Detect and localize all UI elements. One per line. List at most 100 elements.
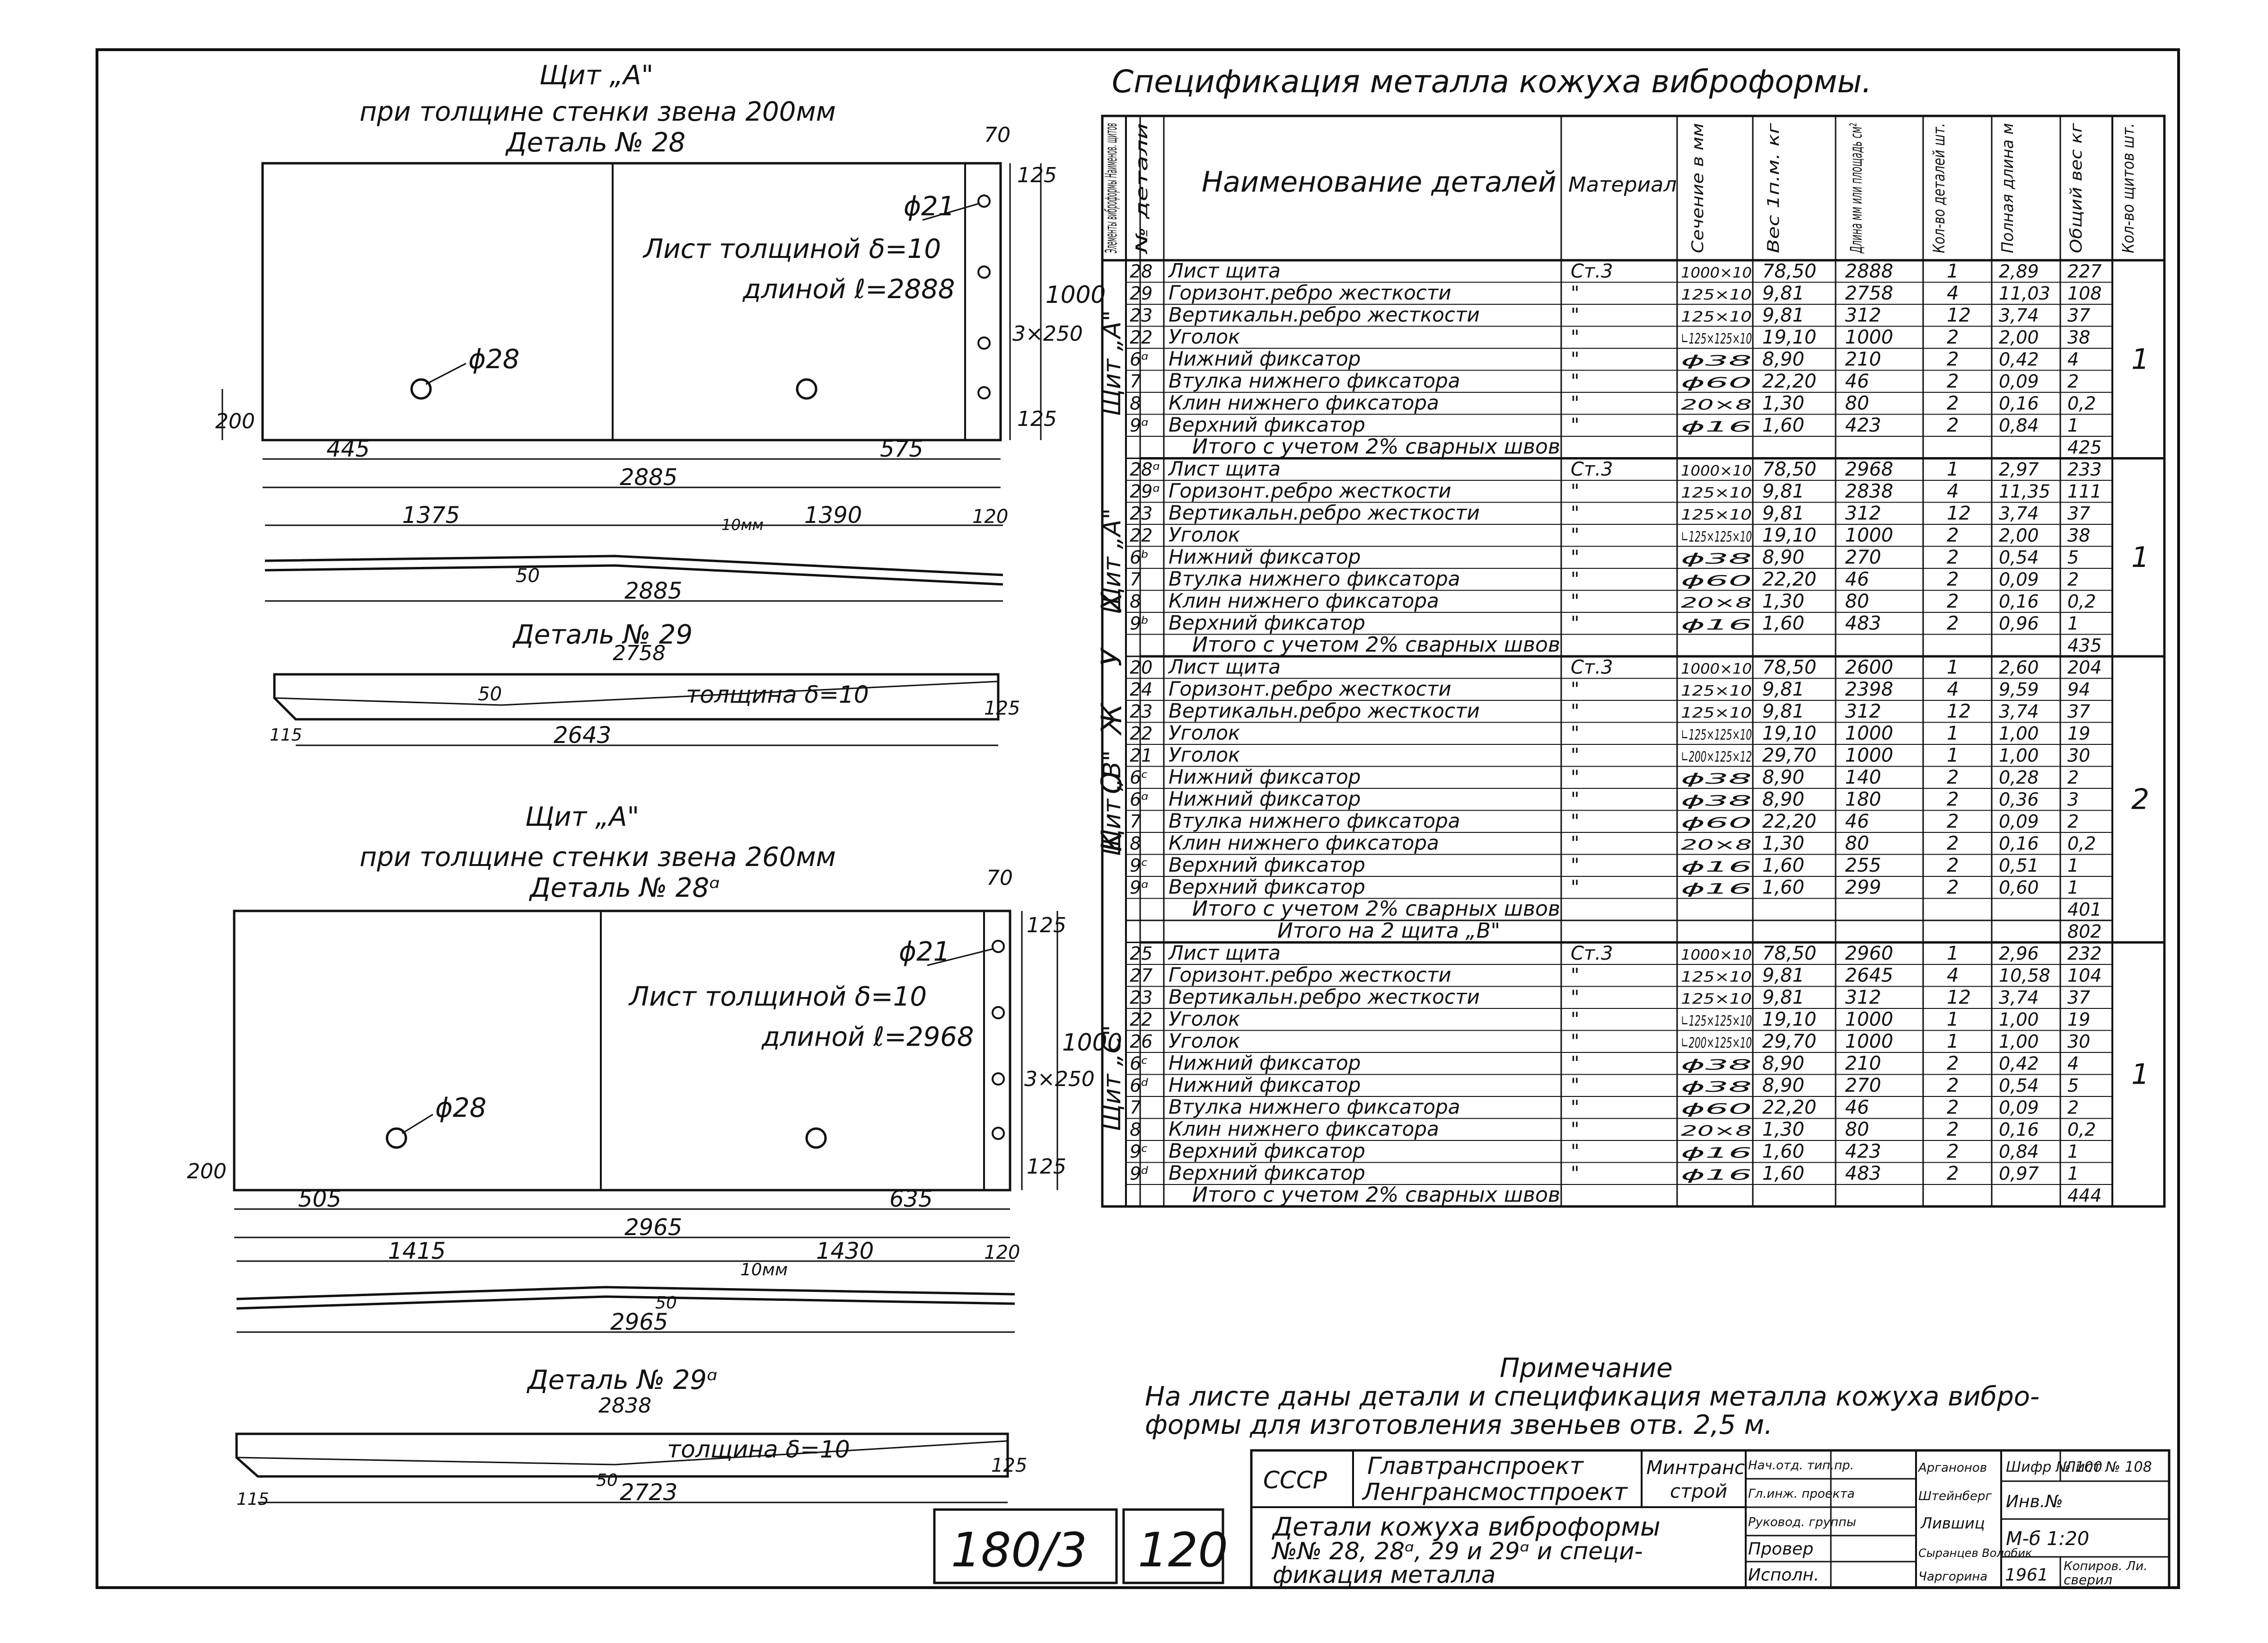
detail29-title: Деталь № 29 <box>512 619 693 650</box>
panel2-rib-hole <box>992 1006 1005 1019</box>
cell-detail-no: 6ᵇ <box>1130 547 1149 568</box>
panel2-profile-dim-value: 50 <box>655 1293 677 1313</box>
panel2-profile-dim-value: 10мм <box>740 1260 788 1280</box>
panel1-dim: 3×250 <box>1012 322 1083 346</box>
detail29a-dim: 2723 <box>620 1479 677 1506</box>
stamp-ussr: СССР <box>1263 1466 1327 1494</box>
cell-value: 1,60 <box>1762 877 1804 899</box>
stamp-role: Руковод. группы <box>1748 1515 1856 1529</box>
cell-value: 0,16 <box>1999 833 2039 854</box>
stamp-name: Лившиц <box>1920 1514 1985 1532</box>
cell-detail-no: 26 <box>1130 1031 1152 1052</box>
cell-value: 37 <box>2067 305 2090 326</box>
panel1-detail-title: Деталь № 28 <box>505 127 686 158</box>
stamp-inv: Инв.№ <box>2006 1492 2063 1511</box>
cell-value: 2 <box>1947 1053 1959 1075</box>
cell-value: 210 <box>1845 349 1881 371</box>
cell-value: 4 <box>1947 965 1959 987</box>
total-label: Итого с учетом 2% сварных швов <box>1192 1183 1560 1207</box>
cell-value: ϕ60 <box>1681 815 1752 831</box>
cell-value: ∟125×125×10 <box>1681 727 1752 743</box>
cell-value: 46 <box>1845 569 1869 591</box>
cell-name: Нижний фиксатор <box>1169 545 1361 568</box>
total-label: Итого на 2 щита „В" <box>1277 919 1500 943</box>
panel2-profile-dim-value: 2965 <box>610 1309 668 1335</box>
detail29a-dim: 115 <box>237 1490 269 1509</box>
note-title: Примечание <box>1500 1353 1673 1384</box>
cell-value: " <box>1571 1163 1579 1184</box>
cell-value: " <box>1571 591 1579 612</box>
cell-value: 1,00 <box>1999 1031 2039 1052</box>
cell-value: 2 <box>1947 767 1959 788</box>
cell-detail-no: 6ᶜ <box>1130 1053 1148 1074</box>
cell-value: 2 <box>1947 371 1959 392</box>
cell-value: " <box>1571 481 1579 503</box>
cell-name: Клин нижнего фиксатора <box>1169 589 1439 612</box>
panel1-label-hole-big: ϕ28 <box>468 344 519 375</box>
cell-value: 2 <box>1947 569 1959 591</box>
panel1-hole-right <box>796 378 818 400</box>
note-line-1: На листе даны детали и спецификация мета… <box>1145 1381 2039 1412</box>
cell-value: 38 <box>2067 327 2090 348</box>
cell-value: ϕ60 <box>1681 1101 1752 1118</box>
panel2-dim: 2965 <box>624 1214 682 1241</box>
cell-value: 2 <box>2067 811 2079 832</box>
panel2-rib-hole <box>992 1127 1005 1140</box>
cell-value: 0,2 <box>2067 833 2096 854</box>
note: Примечание На листе даны детали и специф… <box>1145 1353 2039 1440</box>
panel1-hole-left <box>410 378 432 400</box>
cell-value: 9,81 <box>1762 701 1804 723</box>
cell-value: 1 <box>2067 877 2079 898</box>
cell-value: 2 <box>2067 767 2079 788</box>
cell-detail-no: 22 <box>1130 327 1152 348</box>
cell-value: 0,16 <box>1999 393 2039 414</box>
cell-value: 1000 <box>1845 745 1893 767</box>
cell-value: 19 <box>2067 1009 2090 1030</box>
cell-value: 12 <box>1947 701 1971 723</box>
cell-value: 5 <box>2067 547 2079 568</box>
header-count: Кол-во деталей шт. <box>1930 123 1949 253</box>
panel1-leader <box>425 362 466 385</box>
header-total-weight: Общий вес кг <box>2067 123 2086 253</box>
stamp-title-2: №№ 28, 28ᵅ, 29 и 29ᵅ и специ- <box>1271 1537 1643 1565</box>
cell-value: 2398 <box>1845 679 1893 700</box>
detail29-drawing: Деталь № 29 2758 50 толщина δ=10 125 115… <box>270 619 1020 749</box>
cell-value: 140 <box>1845 767 1881 788</box>
shield-count: 1 <box>2131 343 2149 376</box>
header-num: № детали <box>1133 123 1152 255</box>
cell-value: 2 <box>1947 1097 1959 1119</box>
cell-value: 1,00 <box>1999 1009 2039 1030</box>
cell-value: 1 <box>2067 1141 2079 1162</box>
cell-value: 2,60 <box>1999 657 2039 678</box>
cell-value: ∟125×125×10 <box>1681 331 1752 347</box>
cell-value: 2,00 <box>1999 525 2039 546</box>
cell-value: 3,74 <box>1999 305 2039 326</box>
cell-detail-no: 9ᶜ <box>1130 855 1148 876</box>
cell-value: 125×10 <box>1681 705 1752 722</box>
detail29-slope <box>274 680 999 706</box>
cell-value: 19,10 <box>1762 1009 1817 1031</box>
cell-value: 0,54 <box>1999 547 2039 568</box>
cell-value: 9,81 <box>1762 305 1804 327</box>
cell-value: 483 <box>1845 613 1881 635</box>
cell-value: " <box>1571 569 1579 591</box>
cell-value: 19,10 <box>1762 327 1817 348</box>
panel2-subtitle: при толщине стенки звена 260мм <box>360 842 836 873</box>
cell-value: 312 <box>1845 503 1881 524</box>
cell-value: 210 <box>1845 1053 1881 1075</box>
cell-detail-no: 6ᶜ <box>1130 767 1148 788</box>
spec-title: Спецификация металла кожуха виброформы. <box>1112 63 1872 100</box>
archive-box-a <box>933 1508 1118 1584</box>
panel1-rib-hole <box>977 265 991 279</box>
panel2-dim: 635 <box>889 1186 933 1212</box>
cell-value: 9,59 <box>1999 679 2039 700</box>
cell-value: 2 <box>1947 1075 1959 1096</box>
cell-value: 1,00 <box>1999 745 2039 766</box>
cell-value: " <box>1571 1097 1579 1119</box>
cell-value: 30 <box>2067 1031 2090 1052</box>
cell-detail-no: 24 <box>1130 679 1152 700</box>
panel2-dim: 1000 <box>1062 1029 1122 1056</box>
cell-value: 2 <box>1947 789 1959 811</box>
cell-value: 1,00 <box>1999 723 2039 744</box>
panel1-dim: 70 <box>984 123 1011 147</box>
